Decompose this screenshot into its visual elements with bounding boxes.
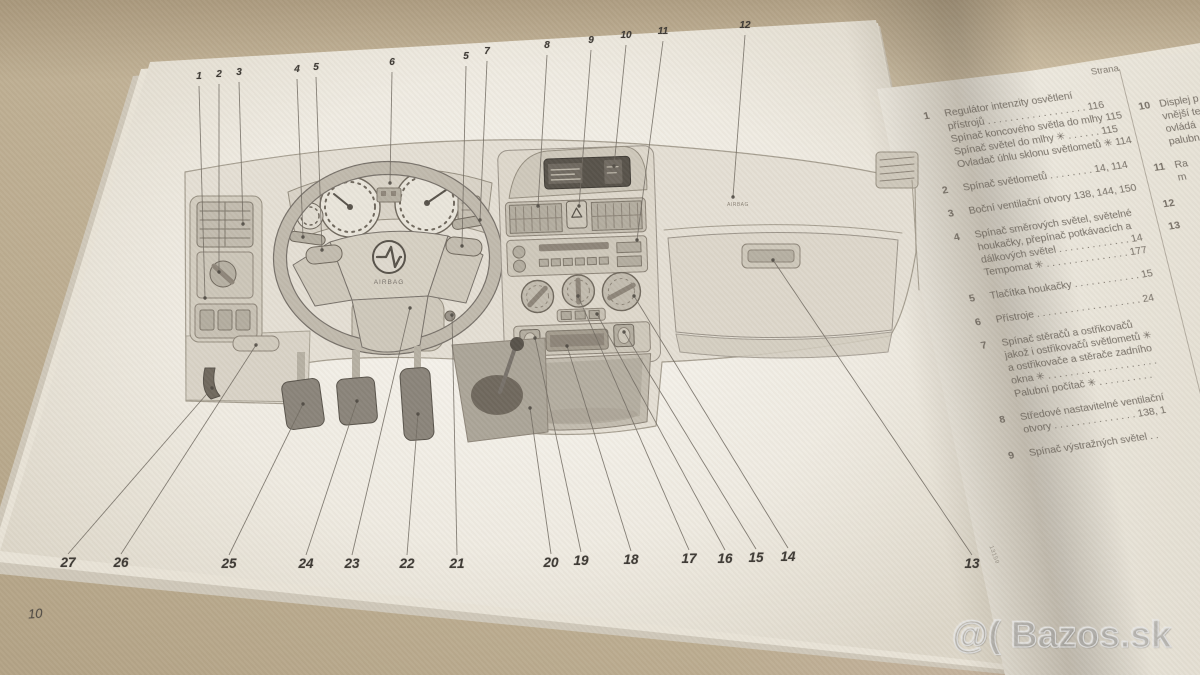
callout-number: 18 [623, 552, 639, 567]
callout-number: 2 [216, 69, 222, 80]
callout-number: 16 [717, 551, 733, 566]
bazos-watermark: @( Bazos.sk [951, 613, 1172, 655]
callout-number: 5 [463, 51, 469, 62]
callout-number: 22 [399, 556, 415, 571]
callout-number: 17 [681, 551, 697, 566]
callout-number: 25 [221, 556, 237, 571]
callout-number: 23 [344, 556, 360, 571]
toc-item-number: 6 [973, 315, 983, 329]
callout-number: 26 [113, 555, 129, 570]
callout-number: 12 [739, 20, 751, 31]
toc-column-header: Strana [1089, 63, 1121, 78]
callout-number: 1 [196, 71, 202, 82]
toc-item-number: 2 [940, 184, 950, 197]
callout-number: 21 [449, 556, 465, 571]
callout-number: 7 [484, 46, 490, 57]
toc-item-number: 11 [1152, 160, 1167, 174]
callout-number: 4 [294, 64, 300, 75]
callout-number: 24 [298, 556, 314, 571]
toc-item-number: 5 [967, 292, 977, 305]
callout-number: 15 [748, 550, 764, 565]
callout-number: 8 [544, 40, 550, 51]
callout-number: 6 [389, 57, 395, 68]
toc-item-number: 8 [997, 413, 1007, 426]
callout-number: 19 [573, 553, 589, 568]
toc-item-number: 9 [1006, 449, 1016, 463]
toc-item-number: 3 [946, 207, 956, 221]
callout-number: 27 [60, 555, 76, 570]
callout-number: 11 [657, 26, 669, 37]
toc-item-number: 12 [1161, 196, 1176, 211]
callout-number: 5 [313, 62, 319, 73]
toc-item-number: 13 [1167, 219, 1182, 233]
callout-number: 20 [543, 555, 559, 570]
callout-number: 9 [588, 35, 594, 46]
callout-number: 3 [236, 67, 242, 78]
callout-number: 14 [780, 549, 796, 564]
callout-number: 13 [964, 556, 980, 571]
page-number: 10 [27, 605, 43, 622]
callout-number: 10 [620, 30, 632, 41]
